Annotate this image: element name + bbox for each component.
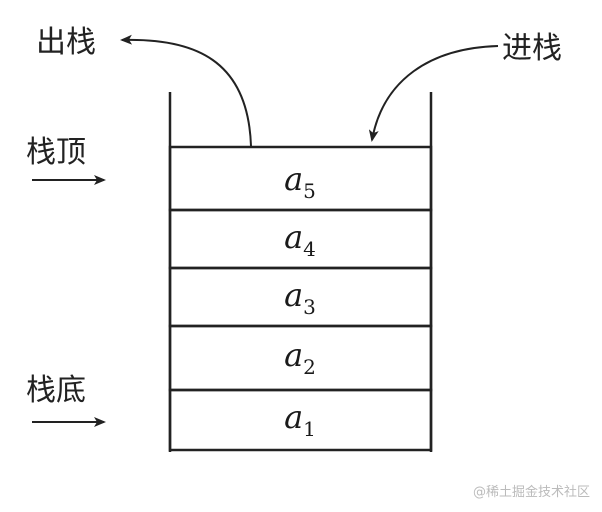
svg-text:a1: a1 [284,398,316,441]
svg-text:a5: a5 [284,160,316,203]
stack-bottom-label: 栈底 [26,373,86,408]
stack-cell-1: a5 [168,145,433,212]
pop-label: 出栈 [36,25,96,60]
stack-element-subscript: 5 [303,179,316,203]
stack-cell-4: a2 [168,324,433,392]
watermark-text: @稀土掘金技术社区 [473,484,590,500]
stack-cell-2: a4 [168,208,433,270]
push-label: 进栈 [502,31,562,66]
stack-element-symbol: a [284,398,303,436]
stack-element-symbol: a [284,160,303,198]
push-arrow [368,45,499,142]
stack-top-label: 栈顶 [26,135,86,170]
stack-cell-5: a1 [168,388,433,452]
stack-element-subscript: 1 [303,417,316,441]
stack-element-subscript: 2 [303,355,316,379]
svg-text:a3: a3 [284,276,316,319]
stack-element-subscript: 3 [303,295,316,319]
stack-element-symbol: a [284,276,303,314]
svg-text:a4: a4 [284,218,316,261]
stack-cell-3: a3 [168,266,433,328]
stack-element-symbol: a [284,336,303,374]
pop-arrow [120,34,252,147]
stack-element-subscript: 4 [303,237,316,261]
stack-element-symbol: a [284,218,303,256]
svg-text:a2: a2 [284,336,316,379]
